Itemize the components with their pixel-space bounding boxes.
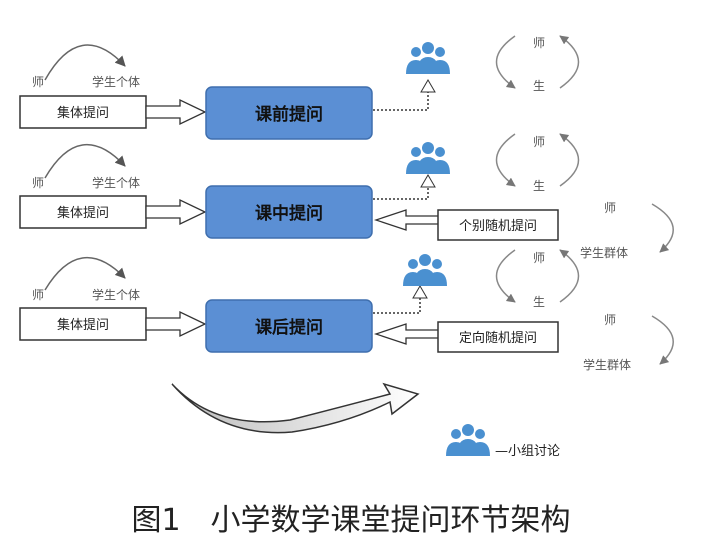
student-group-label: 学生群体 <box>580 245 628 260</box>
collective-question-label: 集体提问 <box>57 317 109 333</box>
collective-question-label: 集体提问 <box>57 205 109 221</box>
teacher-student-arc <box>44 44 126 81</box>
stage-label: 课中提问 <box>255 203 323 224</box>
teacher-label: 师 <box>32 288 44 302</box>
cycle-teacher-label: 师 <box>533 251 545 265</box>
individual-random-question-box <box>437 209 559 241</box>
student-individual-label: 学生个体 <box>92 175 140 190</box>
student-individual-label: 学生个体 <box>92 74 140 89</box>
student-individual-label: 学生个体 <box>92 287 140 302</box>
cycle-arc-right <box>559 133 580 187</box>
flow-swoosh-arrow <box>171 382 420 434</box>
right-teacher-label: 师 <box>604 313 616 327</box>
teacher-label: 师 <box>32 176 44 190</box>
people-group-icon <box>403 254 447 286</box>
row-in-class: 师 学生个体 集体提问 课中提问 师 生 个别随机提问 师 学生群体 <box>19 133 674 260</box>
stage-label: 课前提问 <box>255 104 323 125</box>
teacher-group-arc <box>651 203 674 253</box>
legend-label: —小组讨论 <box>495 444 560 459</box>
dotted-arrowhead <box>420 174 436 188</box>
teacher-label: 师 <box>32 75 44 89</box>
hollow-arrow-left <box>373 323 441 345</box>
cycle-student-label: 生 <box>533 79 545 93</box>
figure-caption: 图1 小学数学课堂提问环节架构 <box>131 503 570 538</box>
dotted-arrowhead <box>420 79 436 93</box>
cycle-arc-left <box>495 35 516 89</box>
teacher-student-arc <box>44 143 126 179</box>
collective-question-box <box>19 195 147 229</box>
dotted-arrowhead <box>412 285 428 299</box>
legend-people-icon <box>446 424 490 456</box>
cycle-arc-right <box>559 35 580 89</box>
stage-box-post-class <box>205 299 373 353</box>
people-group-icon <box>406 42 450 74</box>
teacher-group-arc <box>651 315 674 365</box>
row-post-class: 师 学生个体 集体提问 课后提问 师 生 定向随机提问 师 学生群体 <box>19 249 674 372</box>
cycle-arc-left <box>495 249 516 303</box>
cycle-arc-left <box>495 133 516 187</box>
people-group-icon <box>406 142 450 174</box>
stage-box-pre-class <box>205 86 373 140</box>
cycle-teacher-label: 师 <box>533 36 545 50</box>
cycle-student-label: 生 <box>533 179 545 193</box>
teacher-student-arc <box>44 256 126 291</box>
cycle-student-label: 生 <box>533 295 545 309</box>
collective-question-label: 集体提问 <box>57 105 109 121</box>
individual-random-question-label: 个别随机提问 <box>459 218 537 234</box>
stage-label: 课后提问 <box>255 317 323 338</box>
legend: —小组讨论 <box>446 424 560 459</box>
collective-question-box <box>19 307 147 341</box>
directed-random-question-label: 定向随机提问 <box>459 330 537 346</box>
hollow-arrow-right <box>145 310 207 338</box>
dotted-connector <box>373 185 429 200</box>
dotted-connector <box>373 296 421 314</box>
student-group-label: 学生群体 <box>583 357 631 372</box>
directed-random-question-box <box>437 321 559 353</box>
cycle-teacher-label: 师 <box>533 135 545 149</box>
row-pre-class: 师 学生个体 集体提问 课前提问 师 生 <box>19 35 580 140</box>
right-teacher-label: 师 <box>604 201 616 215</box>
cycle-arc-right <box>559 249 580 303</box>
stage-box-in-class <box>205 185 373 239</box>
hollow-arrow-right <box>145 98 207 126</box>
hollow-arrow-right <box>145 198 207 226</box>
hollow-arrow-left <box>373 209 441 231</box>
dotted-connector <box>373 90 429 111</box>
